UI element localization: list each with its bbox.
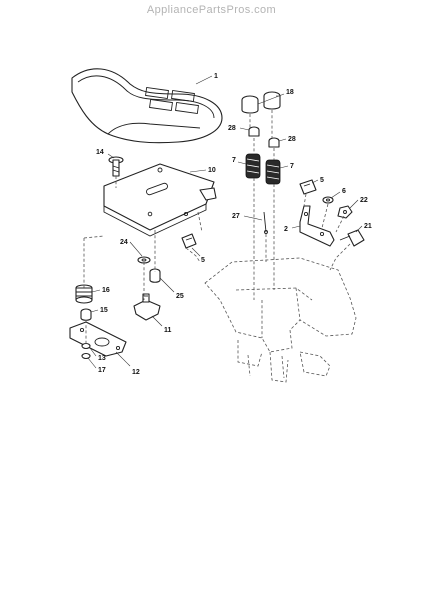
callout-6: 6 [342,188,346,195]
spring [245,153,281,185]
callout-2: 2 [284,226,288,233]
callout-12: 12 [132,369,140,376]
seat [71,68,223,144]
callout-13: 13 [98,355,106,362]
tractor-frame [204,257,357,383]
callout-14: 14 [96,149,104,156]
seat-pan [103,163,217,237]
spacer [80,308,92,321]
callout-18: 18 [286,89,294,96]
assembly-lines [83,110,351,344]
adjustment-knob [339,229,365,247]
callout-28-right: 28 [288,136,296,143]
bumper-top [241,91,281,114]
callout-24: 24 [120,239,128,246]
callout-21: 21 [364,223,372,230]
callout-25: 25 [176,293,184,300]
lock-nut [81,342,91,360]
seat-bracket [299,205,335,247]
bolt-lower [181,233,197,249]
callout-15: 15 [100,307,108,314]
callout-28-left: 28 [228,125,236,132]
callout-7-left: 7 [232,157,236,164]
flat-washer [322,196,334,204]
slide-plate [69,321,127,357]
callout-17: 17 [98,367,106,374]
nut [248,126,280,148]
bolt-upper [299,179,317,195]
callout-5-lower: 5 [201,257,205,264]
carriage-bolt [108,156,124,177]
callout-labels: 1 18 28 28 14 10 7 7 5 6 22 21 27 2 24 5… [96,73,372,376]
callout-7-right: 7 [290,163,294,170]
bushing [149,268,161,283]
callout-1: 1 [214,73,218,80]
callout-11: 11 [164,327,172,334]
leader-lines [87,75,363,369]
pin [263,211,268,234]
callout-16: 16 [102,287,110,294]
callout-27: 27 [232,213,240,220]
callout-10: 10 [208,167,216,174]
hex-nut [337,205,353,219]
watermark: AppliancePartsPros.com [146,4,277,16]
callout-5-upper: 5 [320,177,324,184]
coil-spring [75,284,93,304]
hand-knob [133,293,161,321]
callout-22: 22 [360,197,368,204]
